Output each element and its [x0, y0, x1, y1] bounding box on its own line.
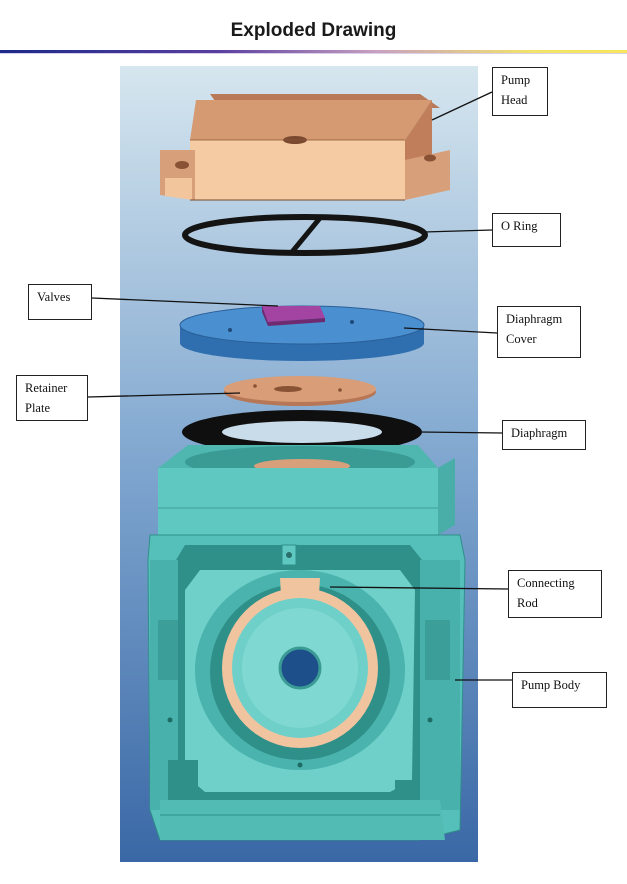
leader-valves: [91, 297, 279, 307]
leader-diaphragm-cover: [403, 327, 498, 334]
leader-lines: [87, 91, 512, 681]
leader-diaphragm: [419, 431, 503, 434]
label-diaphragm: Diaphragm: [502, 420, 586, 450]
page-title: Exploded Drawing: [230, 20, 397, 41]
leader-o-ring: [423, 229, 493, 233]
leader-pump-head: [431, 91, 493, 121]
label-pump-body: Pump Body: [512, 672, 607, 708]
connecting-rod: [222, 578, 378, 748]
label-valves: Valves: [28, 284, 92, 320]
o-ring: [182, 214, 428, 256]
label-o-ring: O Ring: [492, 213, 561, 247]
label-retainer-plate: Retainer Plate: [16, 375, 88, 421]
pump-head: [160, 94, 450, 201]
label-diaphragm-cover: Diaphragm Cover: [497, 306, 581, 358]
label-pump-head: Pump Head: [492, 67, 548, 116]
retainer-plate: [224, 376, 376, 406]
valves: [262, 306, 325, 326]
leader-retainer-plate: [87, 392, 241, 398]
title-divider-shadow: [0, 53, 627, 54]
diaphragm-cover: [179, 305, 425, 361]
diaphragm: [182, 410, 422, 454]
title-divider: [0, 50, 627, 53]
label-connecting-rod: Connecting Rod: [508, 570, 602, 618]
leader-connecting-rod: [329, 586, 509, 590]
